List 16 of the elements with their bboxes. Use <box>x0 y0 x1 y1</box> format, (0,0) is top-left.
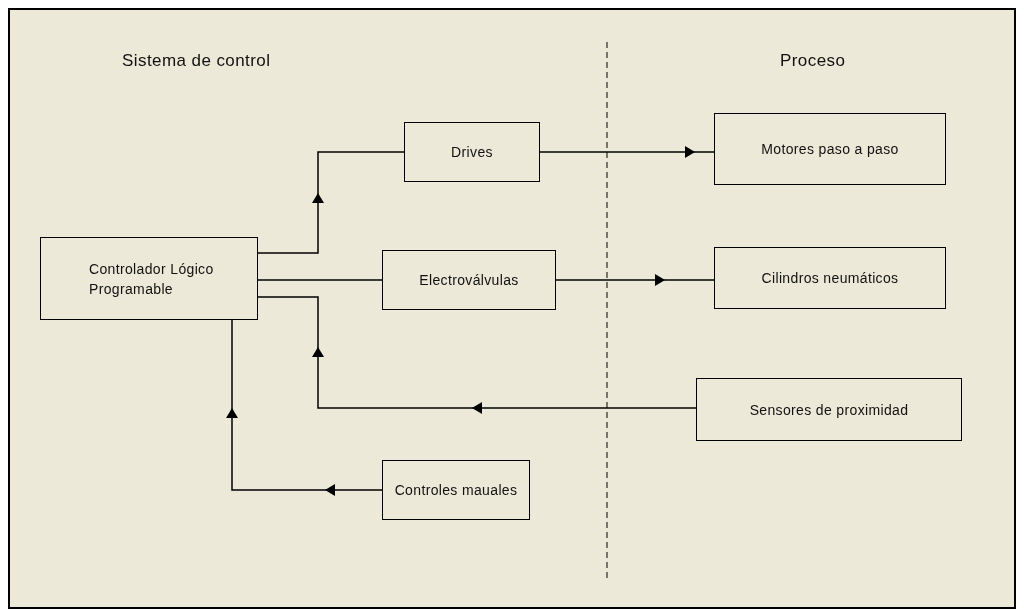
box-label: Motores paso a paso <box>761 140 899 159</box>
process-box <box>696 378 962 441</box>
section-heading: Sistema de control <box>122 50 271 72</box>
box-label: Controles mauales <box>394 481 518 500</box>
process-box <box>714 247 946 309</box>
box-label: Drives <box>451 143 493 162</box>
box-label: Controlador Lógico Programable <box>88 259 215 299</box>
process-box <box>40 237 258 320</box>
box-label: Electroválvulas <box>419 271 519 290</box>
process-box <box>382 460 530 520</box>
box-label: Cilindros neumáticos <box>761 269 899 288</box>
process-box <box>404 122 540 182</box>
process-box <box>382 250 556 310</box>
section-heading: Proceso <box>780 50 846 72</box>
process-box <box>714 113 946 185</box>
box-label: Sensores de proximidad <box>749 400 909 420</box>
